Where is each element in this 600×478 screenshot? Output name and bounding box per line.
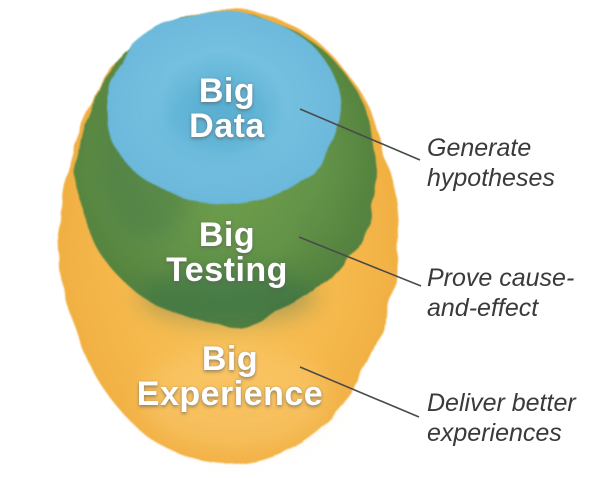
green-shade-bottom [140, 270, 316, 322]
label-big-experience: Big Experience [136, 340, 324, 413]
annotation-generate-hypotheses: Generate hypotheses [427, 134, 555, 192]
annotation-prove-cause-and-effect: Prove cause- and-effect [427, 264, 575, 322]
label-big-data: Big Data [189, 72, 265, 145]
label-big-testing: Big Testing [166, 216, 288, 289]
orange-light-wash [140, 346, 330, 450]
annotation-deliver-better-experiences: Deliver better experiences [427, 389, 576, 447]
leader-line-big-experience [299, 366, 420, 418]
blue-shade-center [163, 78, 273, 158]
leader-line-big-data [299, 108, 421, 161]
leader-line-big-testing [298, 236, 422, 287]
